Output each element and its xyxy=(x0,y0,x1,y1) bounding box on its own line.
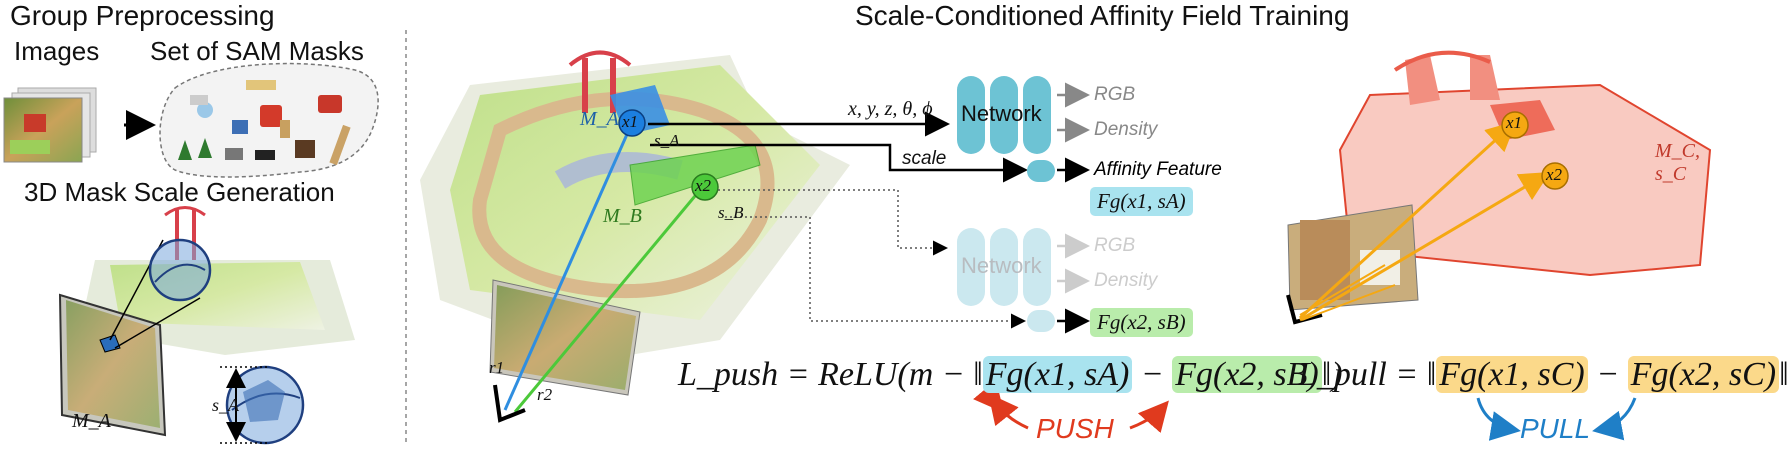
push-loss-suffix: ‖) xyxy=(1321,356,1343,393)
scale-input-label: scale xyxy=(902,148,947,169)
pull-term-b: Fg(x2, sC) xyxy=(1627,356,1780,393)
pull-minus: − xyxy=(1596,356,1620,393)
push-label: PUSH xyxy=(1036,413,1114,444)
left-mask-label: M_A xyxy=(72,410,111,432)
images-label: Images xyxy=(14,36,100,66)
push-minus: − xyxy=(1140,356,1164,393)
ray-2-label: r2 xyxy=(537,385,553,404)
toy-scene-right xyxy=(1286,50,1712,325)
faded-input-arrow-2 xyxy=(725,216,1026,329)
pull-loss-prefix: L_pull = ‖ xyxy=(1298,356,1437,393)
pull-label: PULL xyxy=(1520,413,1591,444)
sam-masks-label: Set of SAM Masks xyxy=(150,36,364,66)
pull-term-a: Fg(x1, sC) xyxy=(1436,356,1588,393)
scale-input-arrow xyxy=(650,143,1028,183)
right-point-2-label: x2 xyxy=(1546,165,1563,184)
pull-loss-equation: L_pull = ‖Fg(x1, sC) − Fg(x2, sC)‖ xyxy=(1298,356,1789,394)
scale-generation-scene xyxy=(58,206,355,445)
sam-masks-blob xyxy=(159,62,379,178)
mask-b-label: M_B xyxy=(603,205,642,227)
group-preprocessing-title: Group Preprocessing xyxy=(10,0,275,31)
network-label-faded: Network xyxy=(961,253,1042,278)
scale-generation-title: 3D Mask Scale Generation xyxy=(24,177,335,207)
push-term-b: Fg(x2, sB) xyxy=(1172,356,1322,393)
affinity-training-title: Scale-Conditioned Affinity Field Trainin… xyxy=(855,0,1350,31)
feature-a-chip: Fg(x1, sA) xyxy=(1090,187,1193,216)
ray-1-label: r1 xyxy=(489,358,505,377)
toy-scene-center xyxy=(420,50,850,423)
network-inputs-label: x, y, z, θ, ϕ xyxy=(848,98,933,120)
faded-input-arrow-1 xyxy=(718,189,948,256)
network-label: Network xyxy=(961,101,1042,126)
mask-c-label: M_C, s_C xyxy=(1655,140,1700,185)
right-point-1-label: x1 xyxy=(1506,113,1523,132)
input-images-stack xyxy=(3,87,97,163)
left-scale-label: s_A xyxy=(212,395,239,415)
feature-b-chip: Fg(x2, sB) xyxy=(1090,308,1193,337)
pull-loss-suffix: ‖ xyxy=(1779,356,1789,393)
diagram-canvas xyxy=(3,30,1712,445)
push-term-a: Fg(x1, sA) xyxy=(982,356,1133,393)
point-2-label: x2 xyxy=(695,176,712,195)
push-loss-equation: L_push = ReLU(m − ‖Fg(x1, sA) − Fg(x2, s… xyxy=(678,356,1343,394)
push-loss-prefix: L_push = ReLU(m − ‖ xyxy=(678,356,983,393)
mask-a-label: M_A xyxy=(580,108,619,130)
scale-a-label: s_A xyxy=(654,131,680,150)
output-affinity: Affinity Feature xyxy=(1094,159,1222,180)
output-rgb-faded: RGB xyxy=(1094,235,1136,256)
scale-b-label: s_B xyxy=(718,203,744,222)
output-rgb: RGB xyxy=(1094,84,1136,105)
output-density-faded: Density xyxy=(1094,270,1158,291)
output-density: Density xyxy=(1094,119,1158,140)
point-1-label: x1 xyxy=(622,112,639,131)
